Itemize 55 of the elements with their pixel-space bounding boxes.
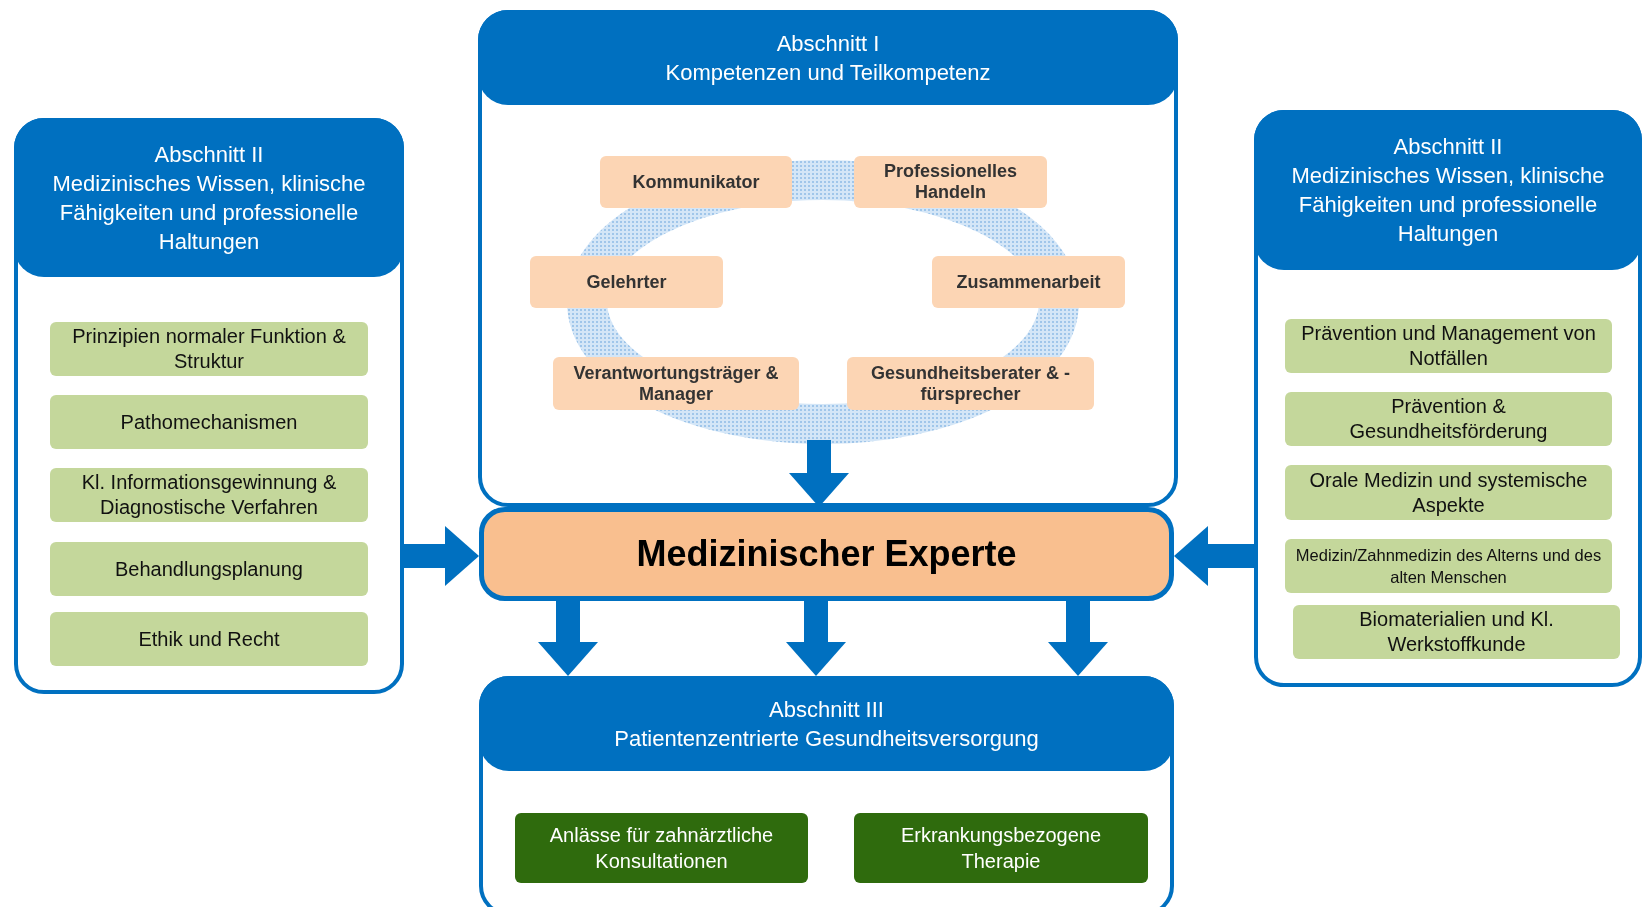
topic-box xyxy=(553,357,799,410)
topic-box xyxy=(50,542,368,596)
block-arrow xyxy=(538,601,598,676)
topic-box xyxy=(50,468,368,522)
topic-box xyxy=(854,813,1148,883)
box-text: Medizin/Zahnmedizin des Alterns und des alten Menschen xyxy=(1294,545,1603,588)
header-text: Abschnitt II xyxy=(1393,133,1503,161)
box-text: Orale Medizin und systemische Aspekte xyxy=(1308,467,1589,518)
box-text: Ethik und Recht xyxy=(138,626,280,652)
box-text: Prinzipien normaler Funktion & Struktur xyxy=(71,324,347,374)
topic-box xyxy=(1285,539,1612,593)
topic-box xyxy=(50,322,368,376)
box-text: Biomaterialien und Kl. Werkstoffkunde xyxy=(1358,607,1555,657)
block-arrow xyxy=(1174,526,1254,586)
box-text: Prävention & Gesundheitsförderung xyxy=(1348,394,1549,444)
box-text: Prävention und Management von Notfällen xyxy=(1300,321,1597,371)
topic-box xyxy=(530,256,723,308)
topic-box xyxy=(600,156,792,208)
box-text: Erkrankungsbezogene Therapie xyxy=(899,823,1103,874)
section-panel xyxy=(478,10,1178,507)
section-panel xyxy=(1254,110,1642,687)
box-text: Anlässe für zahnärztliche Konsultationen xyxy=(548,823,775,874)
header-text: Patientenzentrierte Gesundheitsversorgung xyxy=(614,724,1039,753)
box-text: Zusammenarbeit xyxy=(956,271,1101,293)
box-text: Verantwortungsträger & Manager xyxy=(572,362,780,405)
topic-box xyxy=(1285,465,1612,520)
box-text: Behandlungsplanung xyxy=(115,556,303,582)
header-text: Abschnitt III xyxy=(769,695,884,724)
topic-box xyxy=(50,612,368,666)
topic-box xyxy=(515,813,808,883)
box-title: Medizinischer Experte xyxy=(636,532,1017,576)
topic-box xyxy=(854,156,1047,208)
topic-box xyxy=(1293,605,1620,659)
topic-box xyxy=(50,395,368,449)
topic-box xyxy=(847,357,1094,410)
header-text: Medizinisches Wissen, klinische Fähigkeiten und professionelle Haltungen xyxy=(51,169,367,256)
box-text: Gesundheitsberater & -fürsprecher xyxy=(869,362,1071,405)
header-text: Abschnitt I xyxy=(776,29,880,58)
topic-box xyxy=(1285,392,1612,446)
box-text: Professionelles Handeln xyxy=(882,161,1019,203)
box-text: Gelehrter xyxy=(586,271,667,293)
topic-box xyxy=(1285,319,1612,373)
block-arrow xyxy=(786,601,846,676)
highlight-box xyxy=(479,507,1174,601)
topic-box xyxy=(932,256,1125,308)
section-panel xyxy=(479,676,1174,907)
box-text: Kommunikator xyxy=(632,171,760,193)
block-arrow xyxy=(404,526,479,586)
header-text: Abschnitt II xyxy=(154,140,264,169)
box-text: Pathomechanismen xyxy=(120,409,298,435)
block-arrow xyxy=(1048,601,1108,676)
header-text: Kompetenzen und Teilkompetenz xyxy=(665,58,991,87)
header-text: Medizinisches Wissen, klinische Fähigkeiten und professionelle Haltungen xyxy=(1290,162,1606,248)
box-text: Kl. Informationsgewinnung & Diagnostische Verfahren xyxy=(80,470,338,520)
section-panel xyxy=(14,118,404,694)
